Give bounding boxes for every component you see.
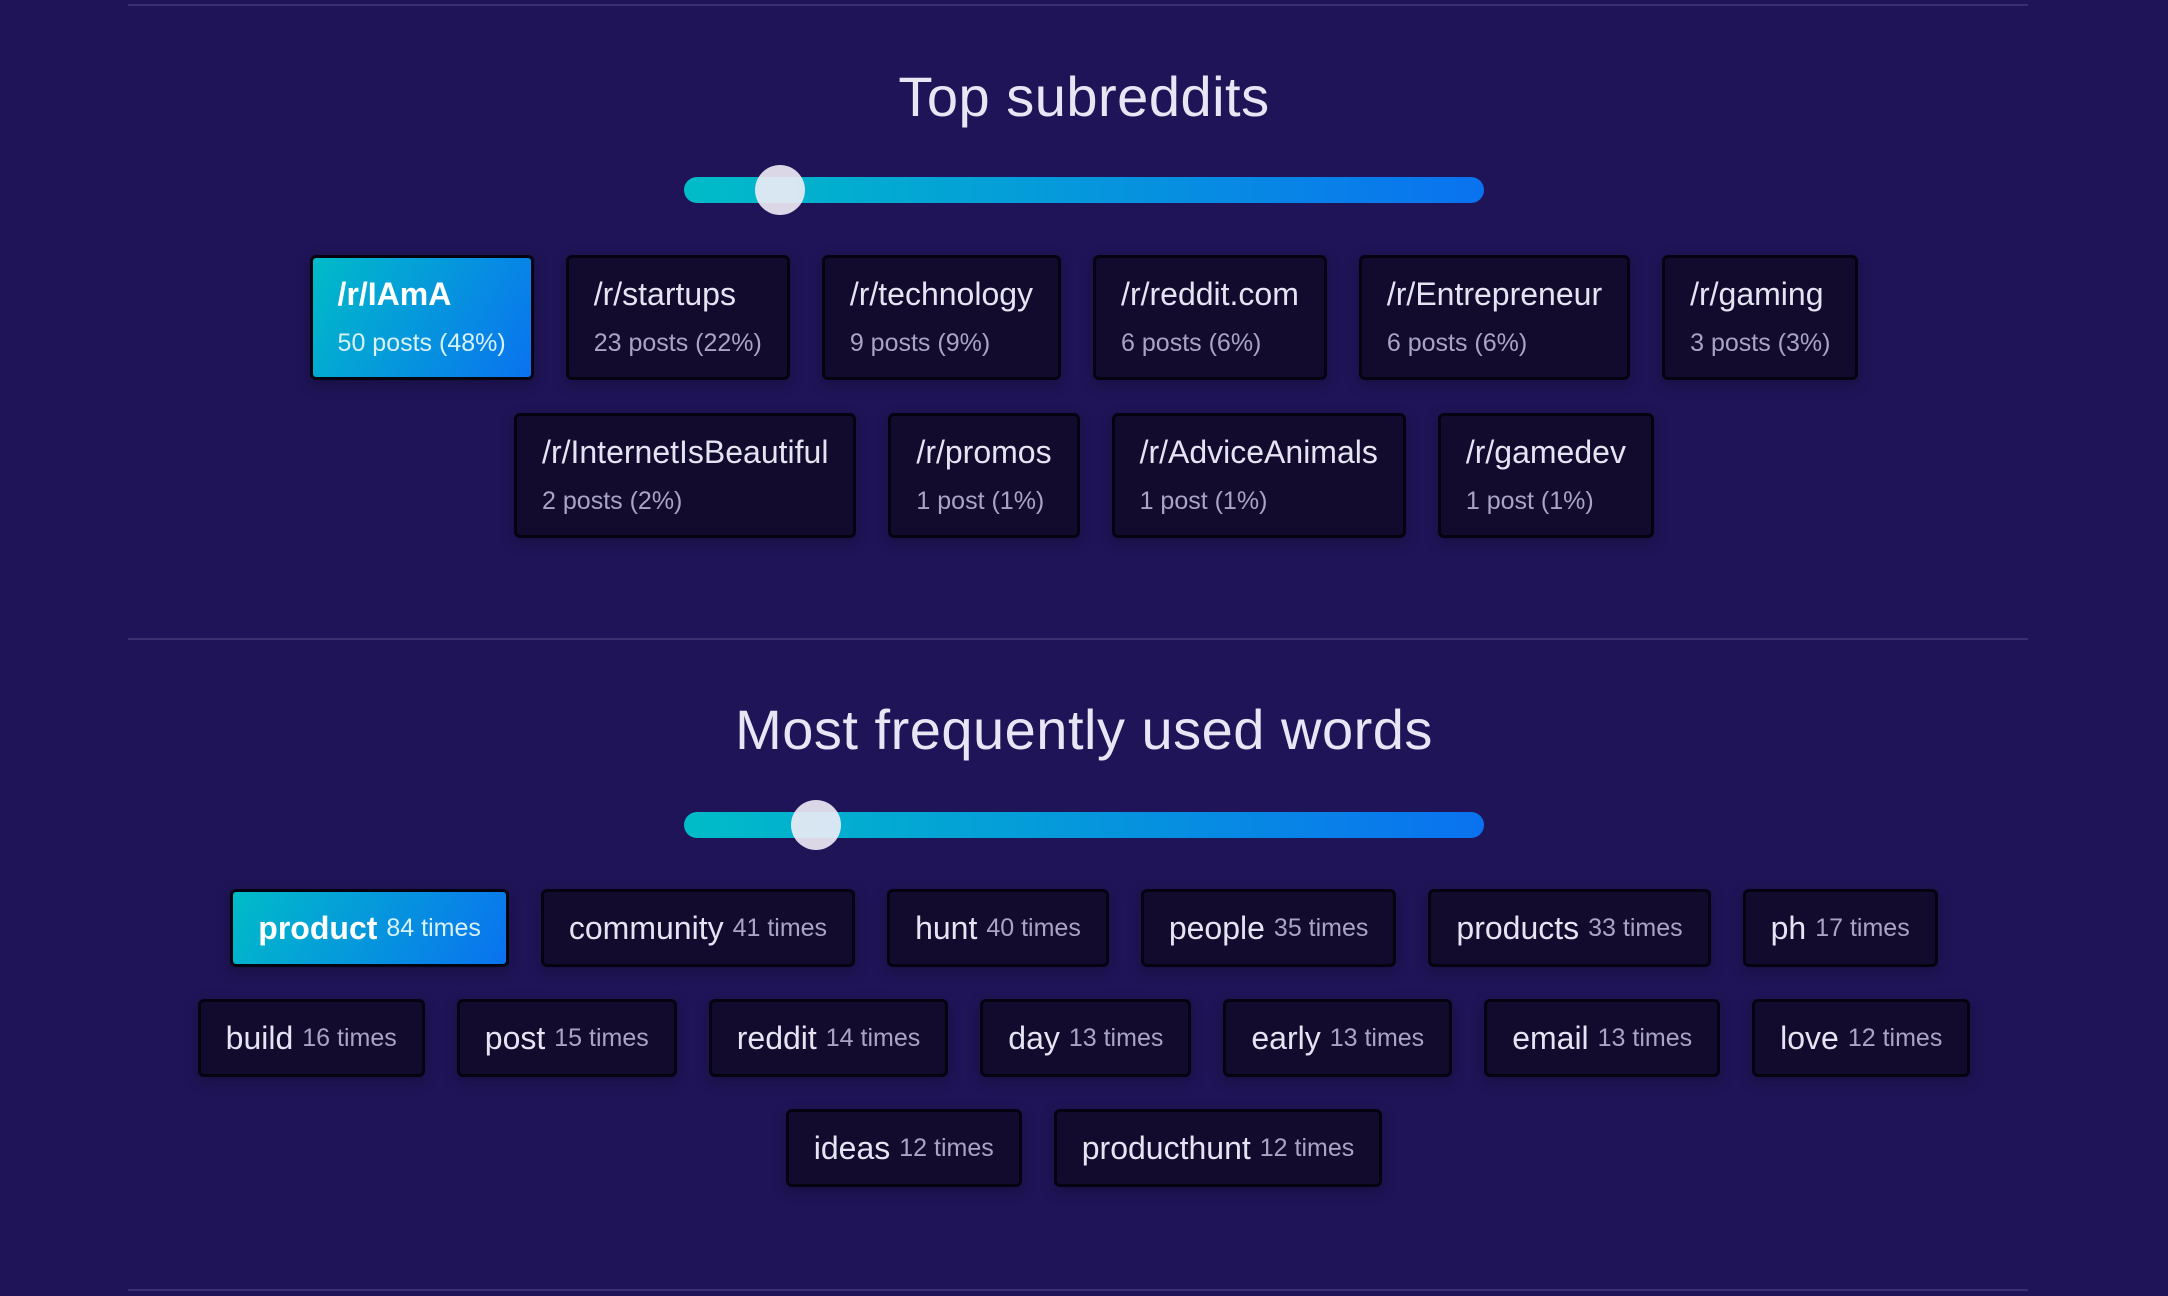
- subreddit-name: /r/technology: [849, 276, 1034, 312]
- word-row: ideas 12 times producthunt 12 times: [770, 1109, 1398, 1187]
- subreddit-card[interactable]: /r/InternetIsBeautiful 2 posts (2%): [514, 413, 857, 538]
- word-count: 14 times: [825, 1023, 921, 1052]
- word-count: 35 times: [1273, 913, 1369, 942]
- word-label: love: [1780, 1019, 1839, 1056]
- word-count: 15 times: [554, 1023, 649, 1052]
- word-count: 12 times: [1847, 1023, 1943, 1052]
- subreddit-row: /r/IAmA 50 posts (48%) /r/startups 23 posts…: [294, 255, 1875, 380]
- word-label: hunt: [915, 909, 978, 946]
- word-count: 84 times: [386, 913, 481, 942]
- word-count: 40 times: [986, 913, 1081, 942]
- word-count: 41 times: [732, 913, 828, 942]
- subreddit-list: /r/IAmA 50 posts (48%) /r/startups 23 posts…: [0, 255, 2168, 571]
- top-subreddits-section: Top subreddits /r/IAmA 50 posts (48%) /r/s…: [0, 64, 2168, 571]
- word-label: producthunt: [1081, 1129, 1251, 1166]
- word-tag[interactable]: day 13 times: [980, 999, 1192, 1077]
- word-label: post: [484, 1019, 546, 1056]
- subreddit-name: /r/startups: [593, 276, 736, 312]
- word-label: early: [1251, 1019, 1321, 1056]
- word-label: product: [258, 909, 378, 946]
- subreddit-name: /r/gamedev: [1465, 434, 1626, 470]
- word-count: 12 times: [899, 1133, 994, 1162]
- word-tag[interactable]: hunt 40 times: [887, 889, 1109, 967]
- word-label: reddit: [736, 1019, 817, 1056]
- word-label: email: [1512, 1019, 1589, 1056]
- subreddit-post-count: 1 post (1%): [1465, 487, 1594, 515]
- frequent-words-section: Most frequently used words product 84 tim…: [0, 697, 2168, 1219]
- subreddit-name: /r/InternetIsBeautiful: [542, 434, 829, 470]
- section-title: Top subreddits: [898, 65, 1270, 128]
- word-label: ideas: [813, 1129, 891, 1166]
- word-label: products: [1456, 909, 1580, 946]
- subreddit-post-count: 1 post (1%): [916, 487, 1045, 515]
- divider: [128, 1289, 2028, 1291]
- word-label: community: [568, 909, 724, 946]
- word-tag[interactable]: early 13 times: [1223, 999, 1453, 1077]
- word-row: build 16 times post 15 times reddit 14 times d…: [182, 999, 1987, 1077]
- subreddit-name: /r/promos: [916, 434, 1052, 470]
- word-count: 17 times: [1815, 913, 1910, 942]
- word-label: people: [1168, 909, 1265, 946]
- subreddit-card[interactable]: /r/gaming 3 posts (3%): [1662, 255, 1859, 380]
- divider: [128, 4, 2028, 6]
- word-label: day: [1008, 1019, 1060, 1056]
- word-count: 13 times: [1329, 1023, 1425, 1052]
- subreddit-post-count: 6 posts (6%): [1121, 329, 1262, 357]
- word-count: 16 times: [302, 1023, 397, 1052]
- word-count: 13 times: [1068, 1023, 1164, 1052]
- subreddit-card[interactable]: /r/Entrepreneur 6 posts (6%): [1358, 255, 1631, 380]
- word-tag[interactable]: products 33 times: [1428, 889, 1711, 967]
- word-tag[interactable]: reddit 14 times: [708, 999, 949, 1077]
- word-tag[interactable]: email 13 times: [1484, 999, 1721, 1077]
- subreddit-post-count: 1 post (1%): [1139, 487, 1268, 515]
- subreddit-card[interactable]: /r/gamedev 1 post (1%): [1437, 413, 1654, 538]
- subreddit-post-count: 9 posts (9%): [849, 329, 991, 357]
- word-tag[interactable]: community 41 times: [540, 889, 856, 967]
- subreddit-post-count: 23 posts (22%): [593, 329, 762, 357]
- subreddit-card[interactable]: /r/startups 23 posts (22%): [565, 255, 790, 380]
- word-tag[interactable]: product 84 times: [230, 889, 509, 967]
- word-tag[interactable]: producthunt 12 times: [1053, 1109, 1383, 1187]
- word-count: 12 times: [1259, 1133, 1355, 1162]
- slider-thumb[interactable]: [755, 165, 805, 215]
- subreddits-slider[interactable]: [684, 165, 1484, 215]
- word-row: product 84 times community 41 times hunt 40 t…: [214, 889, 1953, 967]
- subreddit-card[interactable]: /r/reddit.com 6 posts (6%): [1093, 255, 1327, 380]
- word-label: ph: [1770, 909, 1807, 946]
- word-tag[interactable]: build 16 times: [197, 999, 425, 1077]
- subreddit-card[interactable]: /r/technology 9 posts (9%): [821, 255, 1062, 380]
- subreddit-post-count: 6 posts (6%): [1386, 329, 1528, 357]
- word-tag[interactable]: people 35 times: [1140, 889, 1397, 967]
- word-tag[interactable]: love 12 times: [1752, 999, 1971, 1077]
- word-label: build: [225, 1019, 294, 1056]
- word-count: 13 times: [1597, 1023, 1693, 1052]
- word-tag[interactable]: post 15 times: [456, 999, 677, 1077]
- words-slider[interactable]: [684, 800, 1484, 850]
- subreddit-row: /r/InternetIsBeautiful 2 posts (2%) /r/pro…: [498, 413, 1670, 538]
- subreddit-card[interactable]: /r/IAmA 50 posts (48%): [309, 255, 534, 380]
- subreddit-name: /r/reddit.com: [1121, 276, 1299, 312]
- subreddit-name: /r/IAmA: [337, 276, 452, 312]
- subreddit-post-count: 3 posts (3%): [1690, 329, 1831, 357]
- word-tag[interactable]: ideas 12 times: [785, 1109, 1022, 1187]
- section-title: Most frequently used words: [735, 698, 1433, 761]
- subreddit-card[interactable]: /r/AdviceAnimals 1 post (1%): [1111, 413, 1406, 538]
- subreddit-post-count: 2 posts (2%): [542, 487, 683, 515]
- word-tag[interactable]: ph 17 times: [1742, 889, 1938, 967]
- slider-thumb[interactable]: [791, 800, 841, 850]
- subreddit-name: /r/Entrepreneur: [1386, 276, 1603, 312]
- word-count: 33 times: [1588, 913, 1683, 942]
- word-list: product 84 times community 41 times hunt 40 t…: [0, 889, 2168, 1219]
- divider: [128, 638, 2028, 640]
- subreddit-post-count: 50 posts (48%): [337, 329, 506, 357]
- subreddit-name: /r/gaming: [1690, 276, 1824, 312]
- subreddit-card[interactable]: /r/promos 1 post (1%): [888, 413, 1080, 538]
- subreddit-name: /r/AdviceAnimals: [1139, 434, 1378, 470]
